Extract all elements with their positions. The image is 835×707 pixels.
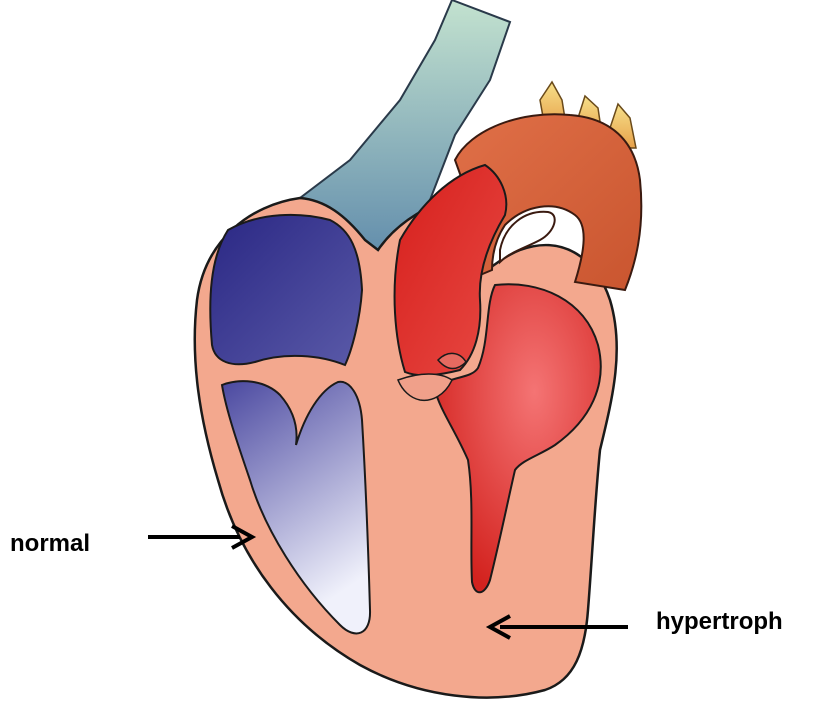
label-normal: normal [10,532,90,556]
right-atrium [210,215,362,365]
arrow-normal [148,526,252,548]
label-hypertrophy: hypertroph [656,610,783,634]
